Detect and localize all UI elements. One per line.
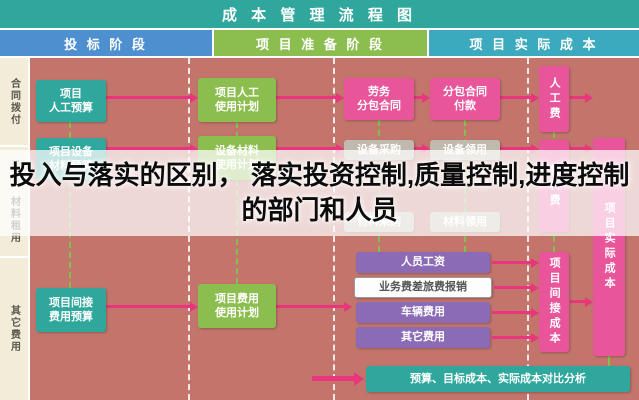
flow-arrow <box>276 147 336 150</box>
flow-arrow <box>500 96 531 99</box>
node-personnel-wages: 人员工资 <box>356 252 490 273</box>
node-label: 项目人工 使用计划 <box>215 86 259 113</box>
node-label: 人员工资 <box>401 256 445 269</box>
node-label: 人工费 <box>548 76 561 122</box>
flow-arrow <box>276 96 336 99</box>
node-label: 车辆费用 <box>401 306 445 319</box>
flow-arrow <box>492 336 531 339</box>
node-label: 业务费差旅费报销 <box>379 281 467 294</box>
node-travel-reimbursement: 业务费差旅费报销 <box>354 277 492 298</box>
flow-arrow <box>500 147 531 150</box>
node-label: 项目费用 使用计划 <box>215 292 259 319</box>
node-indirect-budget: 项目间接 费用预算 <box>36 288 106 332</box>
node-label: 其它费用 <box>401 331 445 344</box>
sidebar-row-other-expense: 其它费用 <box>0 256 30 400</box>
flow-arrow <box>276 305 344 308</box>
flow-arrow <box>106 305 190 308</box>
flow-arrow <box>414 147 422 150</box>
caption-text: 投入与落实的区别， 落实投资控制,质量控制,进度控制的部门和人员 <box>9 159 630 225</box>
phase-header-actual-cost: 项 目 实 际 成 本 <box>429 30 639 58</box>
node-other-expense: 其它费用 <box>356 327 490 348</box>
phase-label: 项 目 准 备 阶 段 <box>255 36 386 52</box>
phase-header-preparation: 项 目 准 备 阶 段 <box>214 30 429 58</box>
flow-arrow <box>414 96 422 99</box>
node-label: 项目间接 费用预算 <box>49 296 93 323</box>
flow-arrow <box>570 147 585 150</box>
node-labor-cost: 人工费 <box>539 66 569 132</box>
flow-arrow <box>312 376 356 381</box>
flow-arrow <box>494 286 531 289</box>
sidebar-label: 其它费用 <box>8 305 20 353</box>
node-vehicle-expense: 车辆费用 <box>356 302 490 323</box>
node-subcontract-payment: 分包合同 付款 <box>430 78 500 120</box>
sidebar-row-contract: 合同拨付 <box>0 58 30 145</box>
phase-header-bidding: 投 标 阶 段 <box>0 30 214 58</box>
caption-overlay: 投入与落实的区别， 落实投资控制,质量控制,进度控制的部门和人员 <box>0 150 639 236</box>
flow-arrow <box>570 300 585 303</box>
node-indirect-cost: 项目间接成本 <box>539 252 569 352</box>
node-label: 预算、目标成本、实际成本对比分析 <box>410 372 586 385</box>
node-label: 项目 人工预算 <box>49 87 93 114</box>
node-expense-plan: 项目费用 使用计划 <box>198 284 276 328</box>
node-labor-budget: 项目 人工预算 <box>36 80 106 122</box>
sidebar-label: 合同拨付 <box>8 77 20 126</box>
node-labor-subcontract: 劳务 分包合同 <box>344 78 414 120</box>
node-comparison-analysis: 预算、目标成本、实际成本对比分析 <box>366 366 630 392</box>
phase-label: 项 目 实 际 成 本 <box>469 36 599 52</box>
flow-arrow <box>492 261 531 264</box>
flow-arrow <box>106 147 190 150</box>
node-label: 项目间接成本 <box>548 257 561 347</box>
phase-label: 投 标 阶 段 <box>64 36 148 52</box>
node-label: 劳务 分包合同 <box>357 85 401 112</box>
node-label: 分包合同 付款 <box>443 85 487 112</box>
flow-arrow <box>570 96 585 99</box>
node-labor-plan: 项目人工 使用计划 <box>198 78 276 122</box>
flow-arrow <box>492 311 531 314</box>
title-bar: 成 本 管 理 流 程 图 <box>0 0 639 30</box>
page-title: 成 本 管 理 流 程 图 <box>221 6 417 24</box>
flow-connector-dashed <box>608 356 610 366</box>
phase-header-row: 投 标 阶 段 项 目 准 备 阶 段 项 目 实 际 成 本 <box>0 30 639 58</box>
flow-arrow <box>106 96 190 99</box>
